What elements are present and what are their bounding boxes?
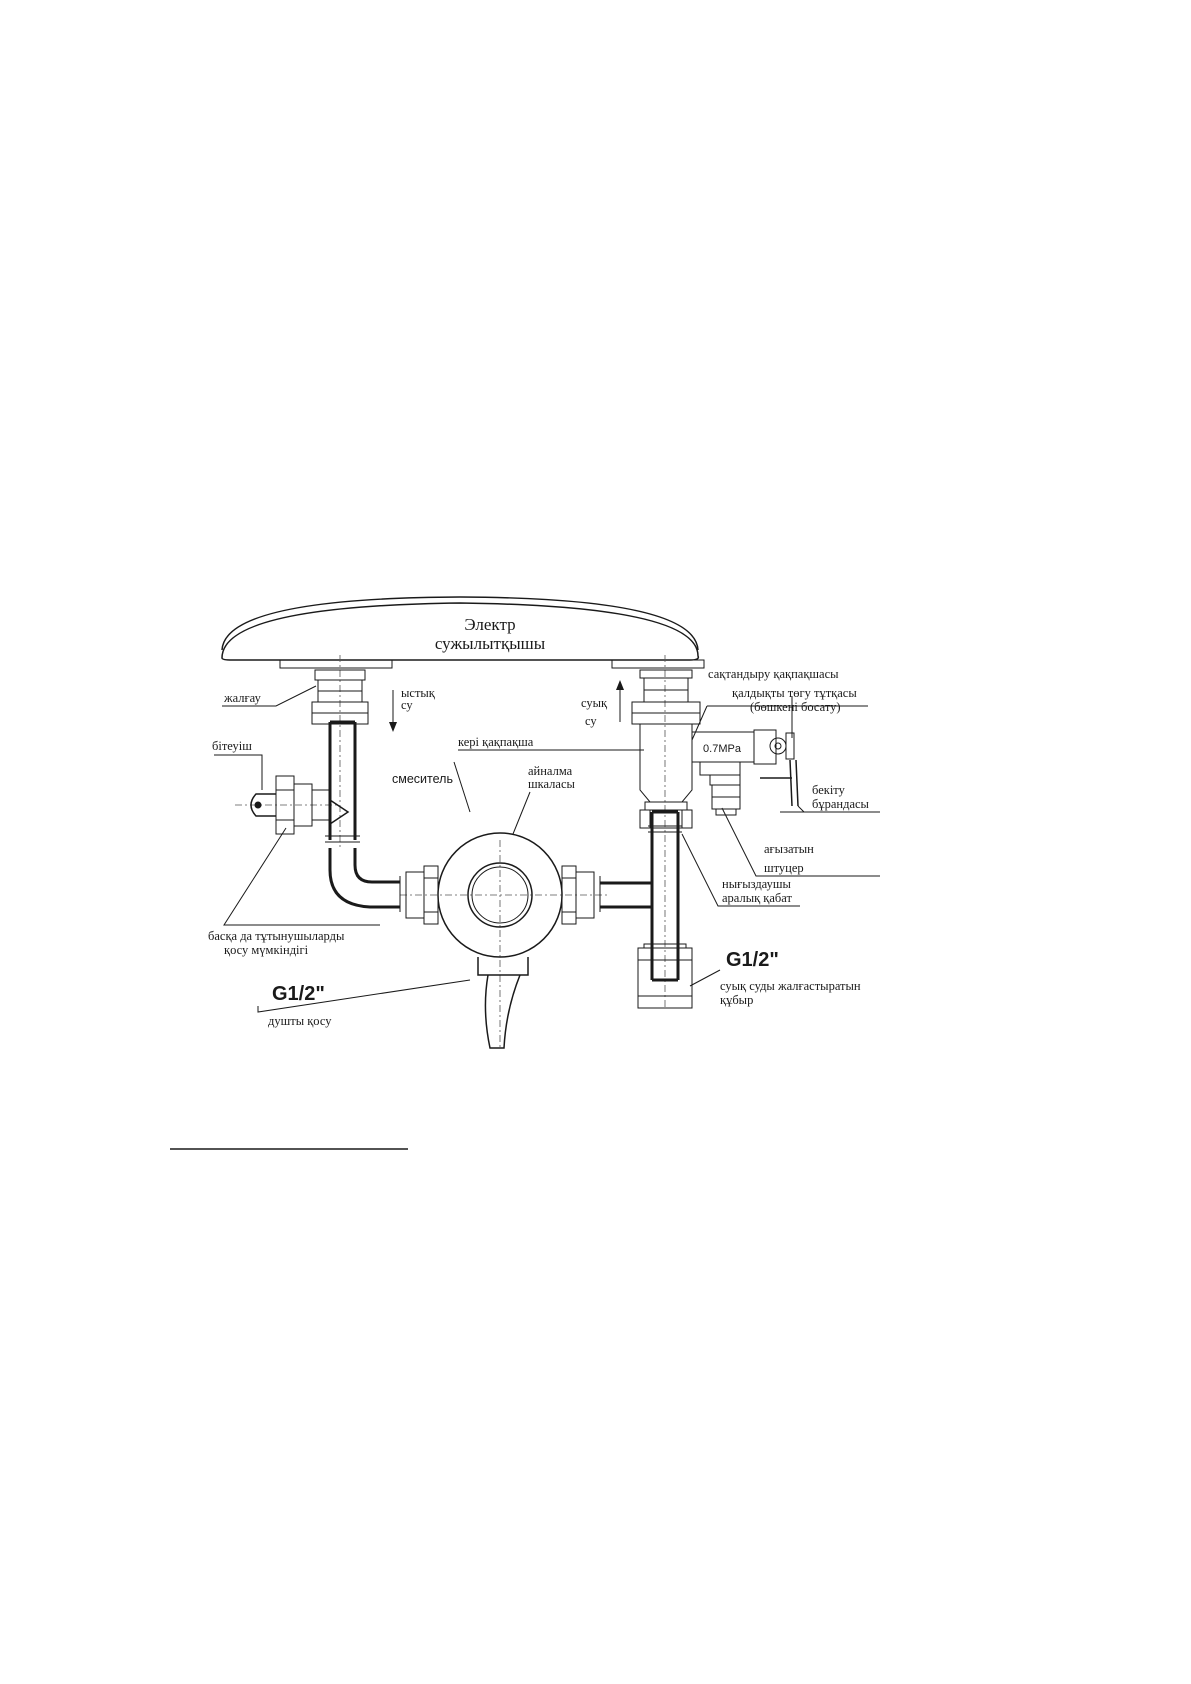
label-rotation-scale-1: айналма	[528, 764, 573, 778]
label-cold-water-1: суық	[581, 696, 608, 710]
leader-lines	[214, 685, 880, 1013]
label-cold-pipe-1: суық суды жалғастыратын	[720, 979, 861, 993]
label-coupling: жалғау	[223, 691, 262, 705]
label-shower: душты қосу	[268, 1014, 332, 1028]
cold-pipe	[637, 810, 693, 1009]
hot-pipe	[325, 720, 407, 912]
heater-title-line2: сужылытқышы	[435, 634, 546, 653]
pressure-label: 0.7MPa	[703, 743, 742, 755]
label-thread-right: G1/2"	[726, 949, 779, 971]
label-cold-water-2: су	[585, 714, 597, 728]
label-check-valve: кері қақпақша	[458, 735, 534, 749]
tee-mark	[329, 799, 350, 825]
plug-branch	[250, 775, 330, 835]
label-rotation-scale-2: шкаласы	[528, 777, 576, 791]
safety-valve	[639, 724, 799, 829]
label-thread-left: G1/2"	[272, 983, 325, 1005]
hot-coupling	[311, 669, 369, 725]
heater-title-line1: Электр	[464, 615, 515, 634]
labels: жалғау ыстық су суық су бітеуіш кері қақ…	[208, 667, 870, 1028]
cold-coupling	[631, 669, 701, 725]
label-plug: бітеуіш	[212, 739, 252, 753]
label-safety-valve: сақтандыру қақпақшасы	[708, 667, 839, 681]
label-drain-handle-2: (бөшкені босату)	[750, 700, 841, 714]
label-mixer: смеситель	[392, 772, 453, 786]
label-hot-water-2: су	[401, 698, 413, 712]
cold-flow-arrow	[616, 680, 624, 722]
cold-link-pipe	[593, 876, 652, 912]
label-other-users-2: қосу мүмкіндігі	[224, 943, 309, 957]
label-gasket-1: нығыздаушы	[722, 877, 791, 891]
label-drain-2: штуцер	[764, 861, 804, 875]
label-cold-pipe-2: құбыр	[720, 993, 753, 1007]
label-hot-water-1: ыстық	[401, 686, 436, 700]
label-other-users-1: басқа да тұтынушыларды	[208, 929, 345, 943]
label-lock-1: бекіту	[812, 783, 846, 797]
heater-body	[221, 596, 705, 669]
label-gasket-2: аралық қабат	[722, 891, 792, 905]
hot-flow-arrow	[389, 690, 397, 732]
label-lock-2: бұрандасы	[812, 797, 870, 811]
plug-dot	[254, 801, 262, 809]
label-drain-handle-1: қалдықты төгу тұтқасы	[732, 686, 857, 700]
label-drain-1: ағызатын	[764, 842, 814, 856]
